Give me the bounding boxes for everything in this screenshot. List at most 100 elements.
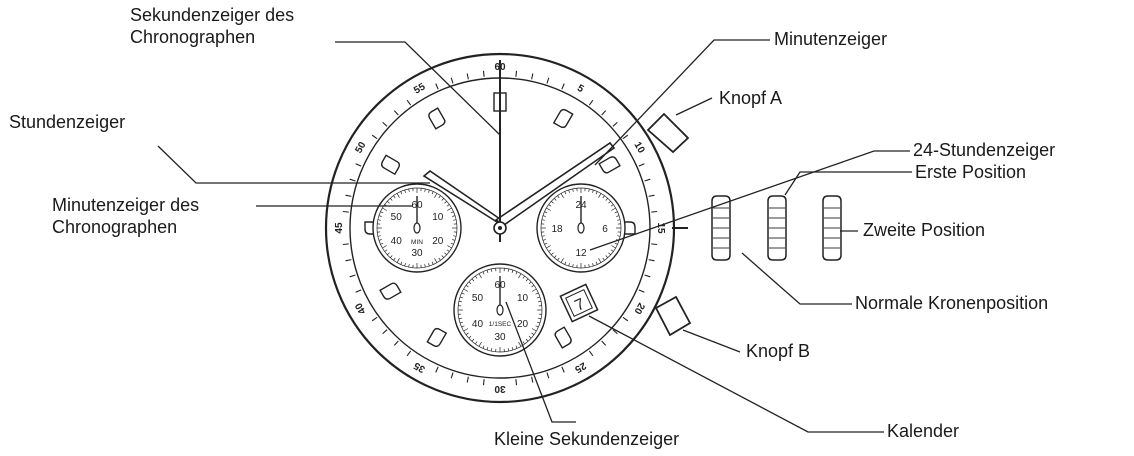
subdial-number: 20 (517, 319, 529, 330)
subdial-tick (515, 271, 518, 275)
subdial-number: 10 (432, 212, 444, 223)
subdial-tick (535, 292, 539, 295)
subdial-tick (393, 257, 396, 261)
subdial-tick (393, 195, 396, 199)
subdial-number: 6 (602, 224, 608, 235)
subdial-tick (551, 200, 554, 204)
bezel-tick (648, 194, 655, 197)
subdial-tick (428, 189, 430, 193)
pusher-b (654, 295, 692, 337)
subdial-tick (441, 255, 445, 258)
bezel-tick (466, 73, 469, 80)
subdial-tick (387, 200, 390, 204)
hour-marker (380, 154, 401, 176)
subdial-number: 12 (575, 248, 587, 259)
pusher-a (646, 112, 690, 154)
subdial-tick (614, 211, 618, 214)
subdial-tick (486, 346, 489, 351)
subdial-tick (389, 198, 393, 201)
subdial-tick (424, 188, 426, 192)
subdial-tick (404, 189, 406, 193)
subdial-caption: 1/1SEC (489, 321, 512, 328)
subdial-hand-hub (496, 304, 504, 316)
subdial-tick (465, 332, 469, 335)
subdial-tick (507, 268, 510, 272)
subdial-tick (450, 211, 454, 214)
subdial-tick (560, 258, 564, 263)
main-hands (422, 60, 616, 242)
bezel-tick (588, 350, 594, 357)
subdial-tick (551, 252, 554, 256)
subdial-tick (592, 263, 594, 267)
subdial-tick (605, 198, 609, 201)
label-first-position: Erste Position (915, 162, 1027, 182)
bezel-tick (622, 134, 629, 140)
subdial-tick (471, 278, 475, 282)
subdial-tick (531, 288, 537, 292)
subdial-tick (557, 257, 560, 261)
subdial-tick (542, 215, 546, 217)
subdial-tick (518, 273, 522, 279)
subdial-tick (572, 188, 574, 192)
bezel-tick (345, 259, 352, 262)
subdial-tick (553, 198, 557, 201)
bezel-number: 30 (494, 383, 506, 394)
bezel-tick (638, 289, 645, 293)
subdial-tick (452, 239, 456, 241)
label-button-a: Knopf A (719, 88, 783, 108)
subdial-tick (515, 345, 518, 349)
subdial-tick (605, 255, 609, 258)
subdial-tick (453, 219, 457, 221)
label-chrono-minute-line1: Minutenzeiger des (52, 195, 200, 215)
subdial-tick (525, 338, 529, 342)
subdial-tick (531, 332, 535, 335)
subdial-tick (468, 335, 472, 339)
bezel-number: 15 (655, 222, 666, 234)
subdial-tick (598, 193, 602, 198)
subdial-number: 40 (472, 319, 484, 330)
subdial-number: 10 (517, 293, 529, 304)
subdial-tick (463, 328, 469, 332)
subdial-tick (528, 335, 532, 339)
subdial-tick (544, 242, 548, 245)
subdial-tick (377, 219, 381, 221)
subdial-tick (378, 239, 382, 241)
subdial-tick (525, 278, 529, 282)
bezel-tick (406, 99, 412, 106)
bezel-number: 5 (575, 83, 586, 96)
bezel-tick (371, 316, 378, 322)
subdial-tick (389, 255, 393, 258)
bezel-tick (648, 259, 655, 262)
subdial-tick (446, 204, 450, 207)
subdial-tick (424, 264, 426, 268)
subdial-tick (382, 207, 387, 211)
subdial-tick (546, 245, 551, 249)
bottom-subdial: 6010203040501/1SEC (453, 263, 547, 357)
hour-marker (428, 107, 446, 130)
subdial-tick (557, 195, 560, 199)
subdial-tick (458, 317, 462, 320)
bezel-tick (355, 289, 362, 293)
bezel-ticks (342, 70, 658, 386)
subdial-number: 20 (432, 236, 444, 247)
subdial-tick (592, 189, 594, 193)
subdial-tick (382, 245, 387, 249)
subdial-tick (560, 193, 564, 198)
bezel-tick (382, 121, 388, 127)
subdial-hand-hub (577, 222, 585, 234)
subdial-tick (535, 325, 539, 328)
bezel-tick (638, 163, 645, 167)
subdial-tick (431, 191, 434, 195)
subdial-tick (598, 258, 602, 263)
subdial-tick (380, 242, 384, 245)
subdial-tick (453, 235, 457, 237)
subdial-tick (404, 263, 406, 267)
label-chrono-seconds-line2: Chronographen (130, 27, 256, 47)
subdial-tick (408, 264, 410, 268)
subdial-number: 30 (494, 332, 506, 343)
subdial-tick (465, 285, 469, 288)
bezel-number: 10 (631, 140, 646, 156)
bezel-tick (546, 77, 550, 84)
subdial-tick (617, 219, 621, 221)
